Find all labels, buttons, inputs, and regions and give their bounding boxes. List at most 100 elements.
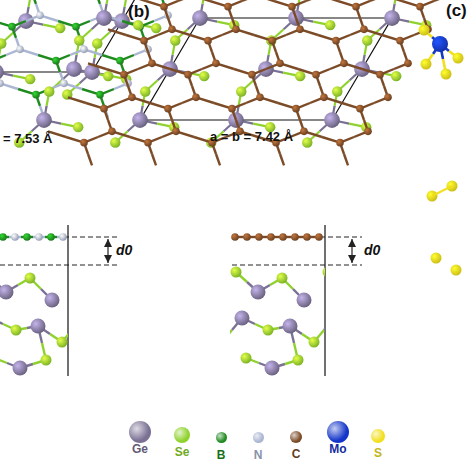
atom (16, 46, 24, 54)
bond (178, 0, 192, 1)
atom (25, 273, 36, 284)
atom (231, 233, 239, 241)
bonds (0, 0, 456, 376)
atom (303, 233, 311, 241)
atom (241, 353, 252, 364)
atom (453, 53, 464, 64)
reference-line (0, 265, 120, 266)
legend-swatch (371, 429, 385, 443)
atom (292, 105, 300, 113)
bond (434, 0, 448, 1)
atom (74, 35, 84, 45)
bond (256, 0, 274, 1)
bond (280, 154, 284, 165)
atom (170, 35, 180, 45)
atom (324, 112, 340, 128)
atom (325, 20, 335, 30)
bond (192, 0, 210, 1)
bond (128, 0, 146, 1)
atom (224, 3, 232, 11)
atom (144, 139, 152, 147)
atom (80, 46, 88, 54)
atom (8, 23, 16, 31)
atom (47, 233, 55, 241)
atom (431, 253, 442, 264)
distance-arrow (351, 239, 352, 263)
cell-edge (324, 225, 325, 376)
atom (419, 25, 430, 36)
atom (0, 233, 7, 241)
atom (66, 61, 82, 77)
bond (442, 186, 452, 191)
atom (279, 233, 287, 241)
atom (421, 59, 432, 70)
reference-line (232, 265, 362, 266)
atom (73, 122, 83, 132)
unit-cell (0, 0, 152, 72)
legend-swatch (129, 421, 151, 443)
bond (306, 0, 320, 1)
atom (384, 94, 392, 102)
atom (296, 26, 304, 34)
atom (103, 71, 113, 81)
atom (384, 10, 400, 26)
atom (315, 233, 323, 241)
atom (243, 233, 251, 241)
atom (297, 293, 312, 308)
atom (140, 37, 148, 45)
atom (332, 37, 340, 45)
legend-entry: C (276, 426, 316, 461)
atom (44, 86, 54, 96)
atom (132, 112, 148, 128)
atom (288, 3, 296, 11)
bond (88, 154, 92, 165)
atom (0, 285, 14, 300)
bond (0, 55, 6, 61)
atom (59, 233, 67, 241)
atom (293, 355, 304, 366)
atom (283, 319, 298, 334)
distance-arrow (107, 239, 108, 263)
atom (212, 60, 220, 68)
atoms (0, 0, 464, 376)
atom (323, 267, 326, 278)
atom (41, 355, 52, 366)
bond (108, 29, 126, 35)
atom (248, 71, 256, 79)
bond (242, 0, 256, 1)
atom (404, 60, 412, 68)
atom (116, 57, 124, 65)
bond (320, 0, 338, 1)
atom (360, 26, 368, 34)
atom (356, 105, 364, 113)
atom (231, 267, 242, 278)
atom (35, 233, 43, 241)
atom (160, 3, 168, 11)
atom (300, 128, 308, 136)
atom (0, 38, 7, 48)
legend-label: Ge (132, 443, 148, 456)
atom (108, 128, 116, 136)
atom (164, 105, 172, 113)
atom (0, 80, 4, 88)
atom (184, 71, 192, 79)
bond (0, 358, 7, 363)
bond (230, 330, 232, 342)
distance-label: d0 (116, 243, 132, 258)
atom (204, 37, 212, 45)
atom (320, 94, 328, 102)
legend-entry: N (238, 427, 278, 462)
bond (96, 0, 100, 4)
atom (23, 233, 31, 241)
legend-swatch (327, 421, 349, 443)
bond (29, 0, 32, 7)
atom (192, 94, 200, 102)
bond (344, 154, 348, 165)
atom (256, 94, 264, 102)
atom (255, 233, 263, 241)
legend-entry: Mo (318, 421, 358, 456)
bond (432, 191, 442, 196)
atom (45, 293, 60, 308)
bond (0, 318, 3, 324)
